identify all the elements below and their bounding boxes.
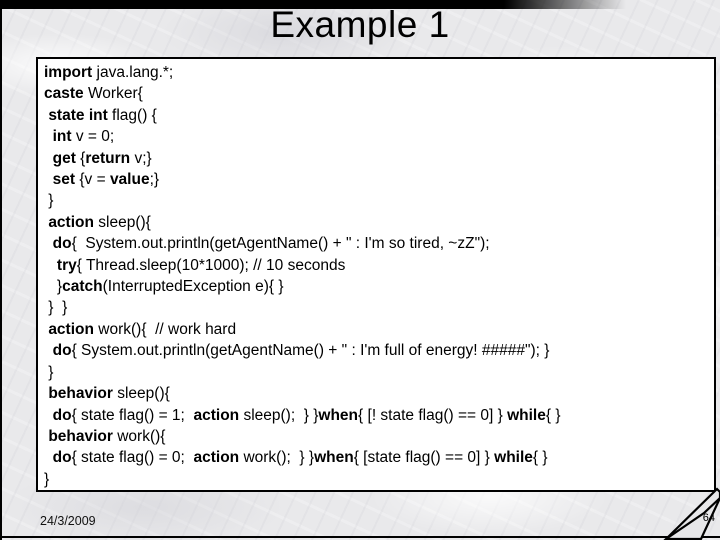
top-bar-decoration <box>0 0 720 9</box>
slide-title: Example 1 <box>270 4 450 45</box>
code-line: } <box>44 470 50 488</box>
code-line: } <box>44 363 54 381</box>
code-box: import java.lang.*; caste Worker{ state i… <box>36 57 716 492</box>
code-line: try{ Thread.sleep(10*1000); // 10 second… <box>56 256 346 274</box>
code-line: do{ System.out.println(getAgentName() + … <box>52 342 550 360</box>
code-line: action work(){ // work hard <box>48 320 237 338</box>
page-number: 64 <box>702 512 715 524</box>
code-line: get {return v;} <box>52 149 152 167</box>
footer-date: 24/3/2009 <box>40 514 96 528</box>
code-line: }catch(InterruptedException e){ } <box>44 278 284 296</box>
code-line: } } <box>44 299 68 317</box>
code-line: behavior sleep(){ <box>48 385 170 403</box>
code-line: } <box>44 192 54 210</box>
code-line: action sleep(){ <box>48 213 151 231</box>
code-line: do{ state flag() = 1; action sleep(); } … <box>52 406 561 424</box>
code-line: do{ state flag() = 0; action work(); } }… <box>52 449 548 467</box>
code-line: do{ System.out.println(getAgentName() + … <box>52 235 490 253</box>
code-line: caste Worker{ <box>44 85 143 103</box>
code-line: import java.lang.*; <box>44 64 174 81</box>
code-line: behavior work(){ <box>48 427 166 445</box>
code-line: state int flag() { <box>48 106 157 124</box>
bottom-edge-line <box>0 536 720 538</box>
checkmark-icon <box>663 487 720 540</box>
left-edge-line <box>0 0 2 540</box>
code-line: set {v = value;} <box>52 171 160 189</box>
code-line: int v = 0; <box>52 128 115 146</box>
